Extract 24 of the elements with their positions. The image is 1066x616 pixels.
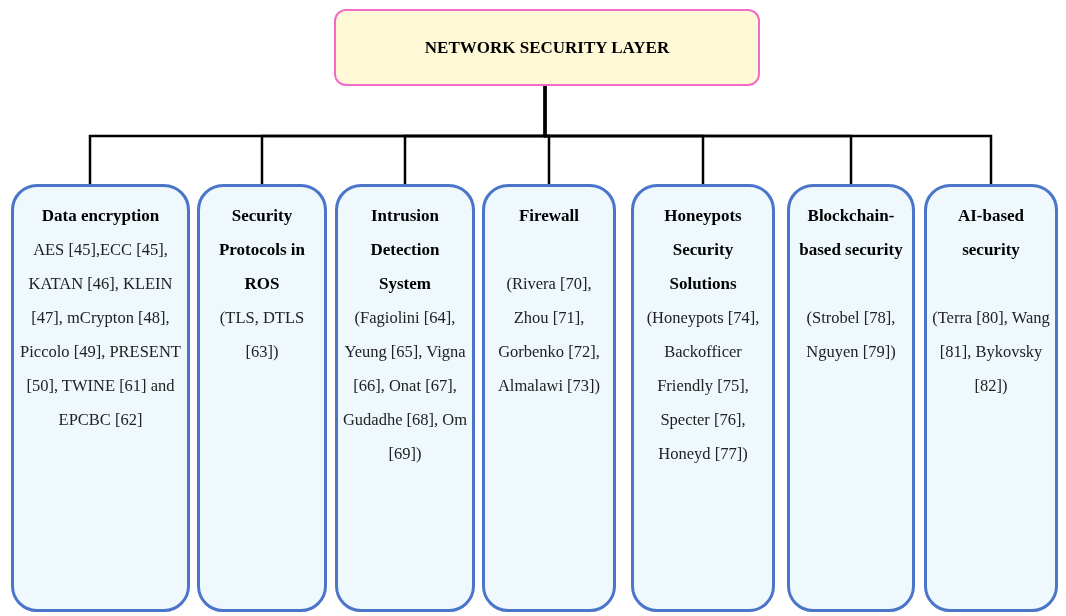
category-box	[197, 184, 327, 612]
connector-line	[543, 86, 993, 184]
category-heading: Blockchain-based security	[798, 205, 904, 261]
reference-list: (TLS, DTLS [63])	[204, 301, 320, 369]
category-box	[631, 184, 775, 612]
title-text: NETWORK SECURITY LAYER	[424, 36, 670, 59]
reference-list: (Terra [80], Wang [81], Bykovsky [82])	[931, 301, 1051, 403]
reference-list: (Rivera [70], Zhou [71], Gorbenko [72], Almalawi [73])	[489, 267, 609, 403]
reference-list: AES [45],ECC [45], KATAN [46], KLEIN [47], mCrypton [48], Piccolo [49], PRESENT [50], TWINE [61] and EPCBC [62]	[18, 233, 183, 437]
category-box	[11, 184, 190, 612]
reference-list: (Fagiolini [64], Yeung [65], Vigna [66], Onat [67], Gudadhe [68], Om [69])	[342, 301, 468, 471]
reference-list: (Honeypots [74], Backofficer Friendly [75], Specter [76], Honeyd [77])	[638, 301, 768, 471]
category-heading: Firewall	[518, 205, 580, 227]
title-box	[334, 9, 760, 86]
category-box	[787, 184, 915, 612]
category-heading: Intrusion Detection System	[369, 205, 441, 295]
category-box	[482, 184, 616, 612]
category-box	[924, 184, 1058, 612]
category-box	[335, 184, 475, 612]
category-heading: AI-based security	[956, 205, 1026, 261]
category-heading: Security Protocols in ROS	[217, 205, 307, 295]
category-heading: Data encryption	[41, 205, 160, 227]
reference-list: (Strobel [78], Nguyen [79])	[794, 301, 908, 369]
category-heading: Honeypots Security Solutions	[663, 205, 743, 295]
